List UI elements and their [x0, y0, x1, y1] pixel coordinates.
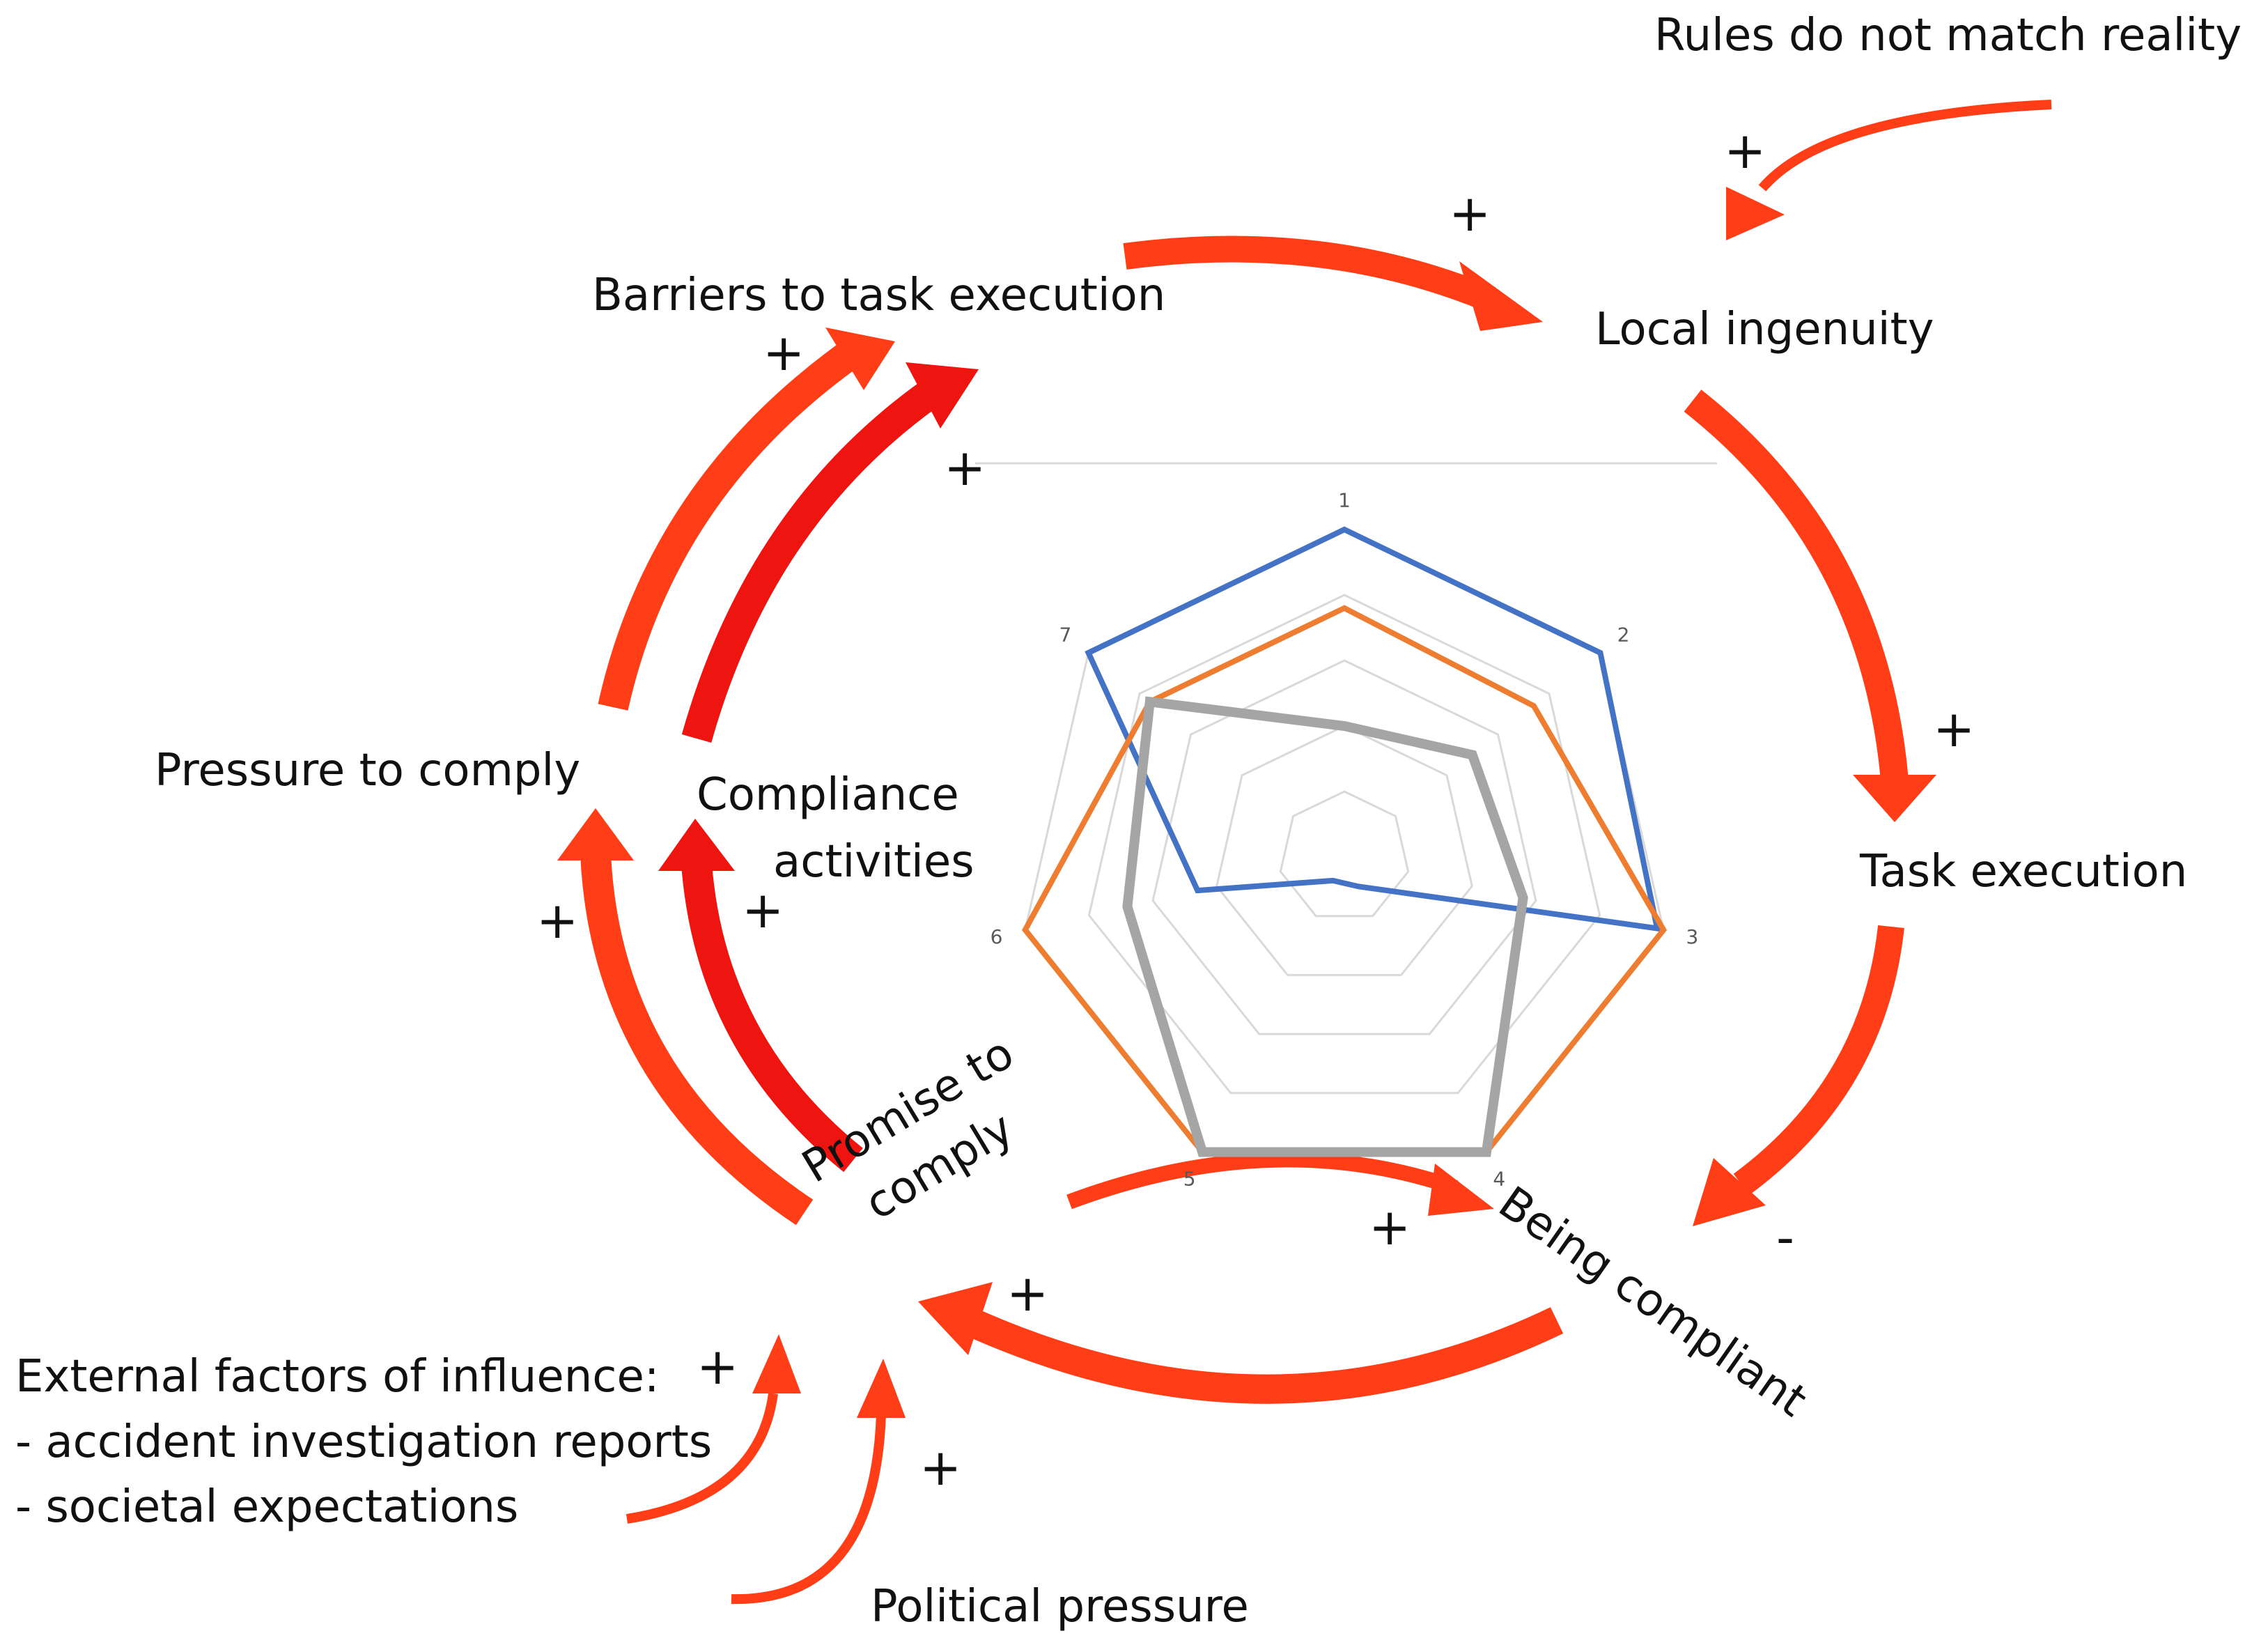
- arrowhead-promise-to-pressure: [557, 808, 634, 860]
- radar-series-lines: [1021, 526, 1668, 1157]
- radar-series-3: [1122, 696, 1528, 1157]
- sign-promise-to-compliant: +: [1369, 1198, 1411, 1256]
- arrowhead-ingenuity-to-task: [1853, 775, 1936, 822]
- arrow-compliant-to-promise: [969, 1307, 1564, 1404]
- node-pressure-to-comply: Pressure to comply: [155, 745, 581, 796]
- radar-label-7: 7: [1059, 624, 1072, 647]
- arrow-promise-to-pressure: [580, 852, 814, 1226]
- radar-label-6: 6: [991, 925, 1003, 948]
- arrowhead-task-to-compliant: [1693, 1158, 1766, 1226]
- radar-grid-ring-5: [1024, 528, 1665, 1153]
- arrowhead-compliance-to-barriers: [906, 362, 979, 428]
- arrowhead-pressure-to-barriers: [825, 327, 895, 390]
- radar-label-4: 4: [1493, 1168, 1505, 1191]
- radar-label-3: 3: [1686, 925, 1699, 948]
- node-political-pressure: Political pressure: [871, 1581, 1249, 1632]
- arrow-pressure-to-barriers: [598, 339, 862, 711]
- node-barriers: Barriers to task execution: [592, 270, 1166, 321]
- radar-grid-ring-1: [1279, 790, 1410, 918]
- arrow-task-to-compliant: [1733, 925, 1904, 1196]
- node-external-factors: External factors of influence: - acciden…: [15, 1351, 713, 1534]
- radar-category-labels: 1 2 3 4 5 6 7: [991, 489, 1699, 1191]
- radar-label-2: 2: [1617, 624, 1630, 647]
- sign-pressure-to-barriers: +: [763, 323, 805, 382]
- arrow-external-to-promise: [626, 1393, 778, 1524]
- external-item-accident: - accident investigation reports: [15, 1416, 713, 1468]
- radar-series-2: [1021, 605, 1668, 1155]
- sign-compliance-to-barriers: +: [944, 438, 986, 497]
- arrow-promise-to-compliance: [681, 863, 863, 1173]
- arrow-promise-to-compliant: [1066, 1152, 1459, 1210]
- sign-rules-to-ingenuity: +: [1724, 121, 1766, 180]
- node-rules-mismatch: Rules do not match reality: [1654, 10, 2242, 61]
- sign-political-to-promise: +: [919, 1438, 962, 1497]
- sign-promise-to-compliance: +: [742, 881, 784, 939]
- sign-task-to-compliant: -: [1776, 1208, 1794, 1267]
- node-local-ingenuity: Local ingenuity: [1595, 304, 1934, 355]
- arrowhead-political-to-promise: [857, 1359, 906, 1418]
- external-title: External factors of influence:: [15, 1351, 660, 1403]
- arrow-rules-to-ingenuity: [1758, 100, 2052, 192]
- node-compliance-activities: Compliance activities: [697, 769, 974, 888]
- sign-external-to-promise: +: [697, 1337, 739, 1396]
- sign-promise-to-pressure: +: [536, 891, 579, 950]
- external-item-societal: - societal expectations: [15, 1481, 519, 1534]
- arrowhead-promise-to-compliant: [1428, 1164, 1494, 1216]
- arrowhead-compliant-to-promise: [918, 1282, 993, 1355]
- radar-series-1: [1085, 526, 1661, 932]
- node-compliance-line2: activities: [773, 835, 974, 888]
- radar-gridlines: [1024, 528, 1665, 1153]
- node-compliance-line1: Compliance: [697, 769, 959, 821]
- arrow-barriers-to-ingenuity: [1123, 235, 1496, 312]
- sign-compliant-to-promise: +: [1007, 1264, 1049, 1322]
- radar-grid-ring-2: [1215, 725, 1473, 976]
- arrowhead-rules-to-ingenuity: [1726, 187, 1785, 240]
- radar-label-1: 1: [1338, 489, 1351, 512]
- node-task-execution: Task execution: [1860, 846, 2188, 897]
- arrow-compliance-to-barriers: [681, 381, 939, 743]
- arrowhead-external-to-promise: [752, 1334, 801, 1393]
- arrow-ingenuity-to-task: [1684, 389, 1909, 782]
- arrowhead-promise-to-compliance: [658, 819, 735, 871]
- arrow-political-to-promise: [731, 1414, 886, 1605]
- radar-grid-ring-3: [1151, 659, 1537, 1035]
- radar-label-5: 5: [1183, 1168, 1196, 1191]
- sign-barriers-to-ingenuity: +: [1449, 184, 1491, 242]
- arrowhead-barriers-to-ingenuity: [1459, 261, 1543, 331]
- sign-ingenuity-to-task: +: [1933, 700, 1975, 758]
